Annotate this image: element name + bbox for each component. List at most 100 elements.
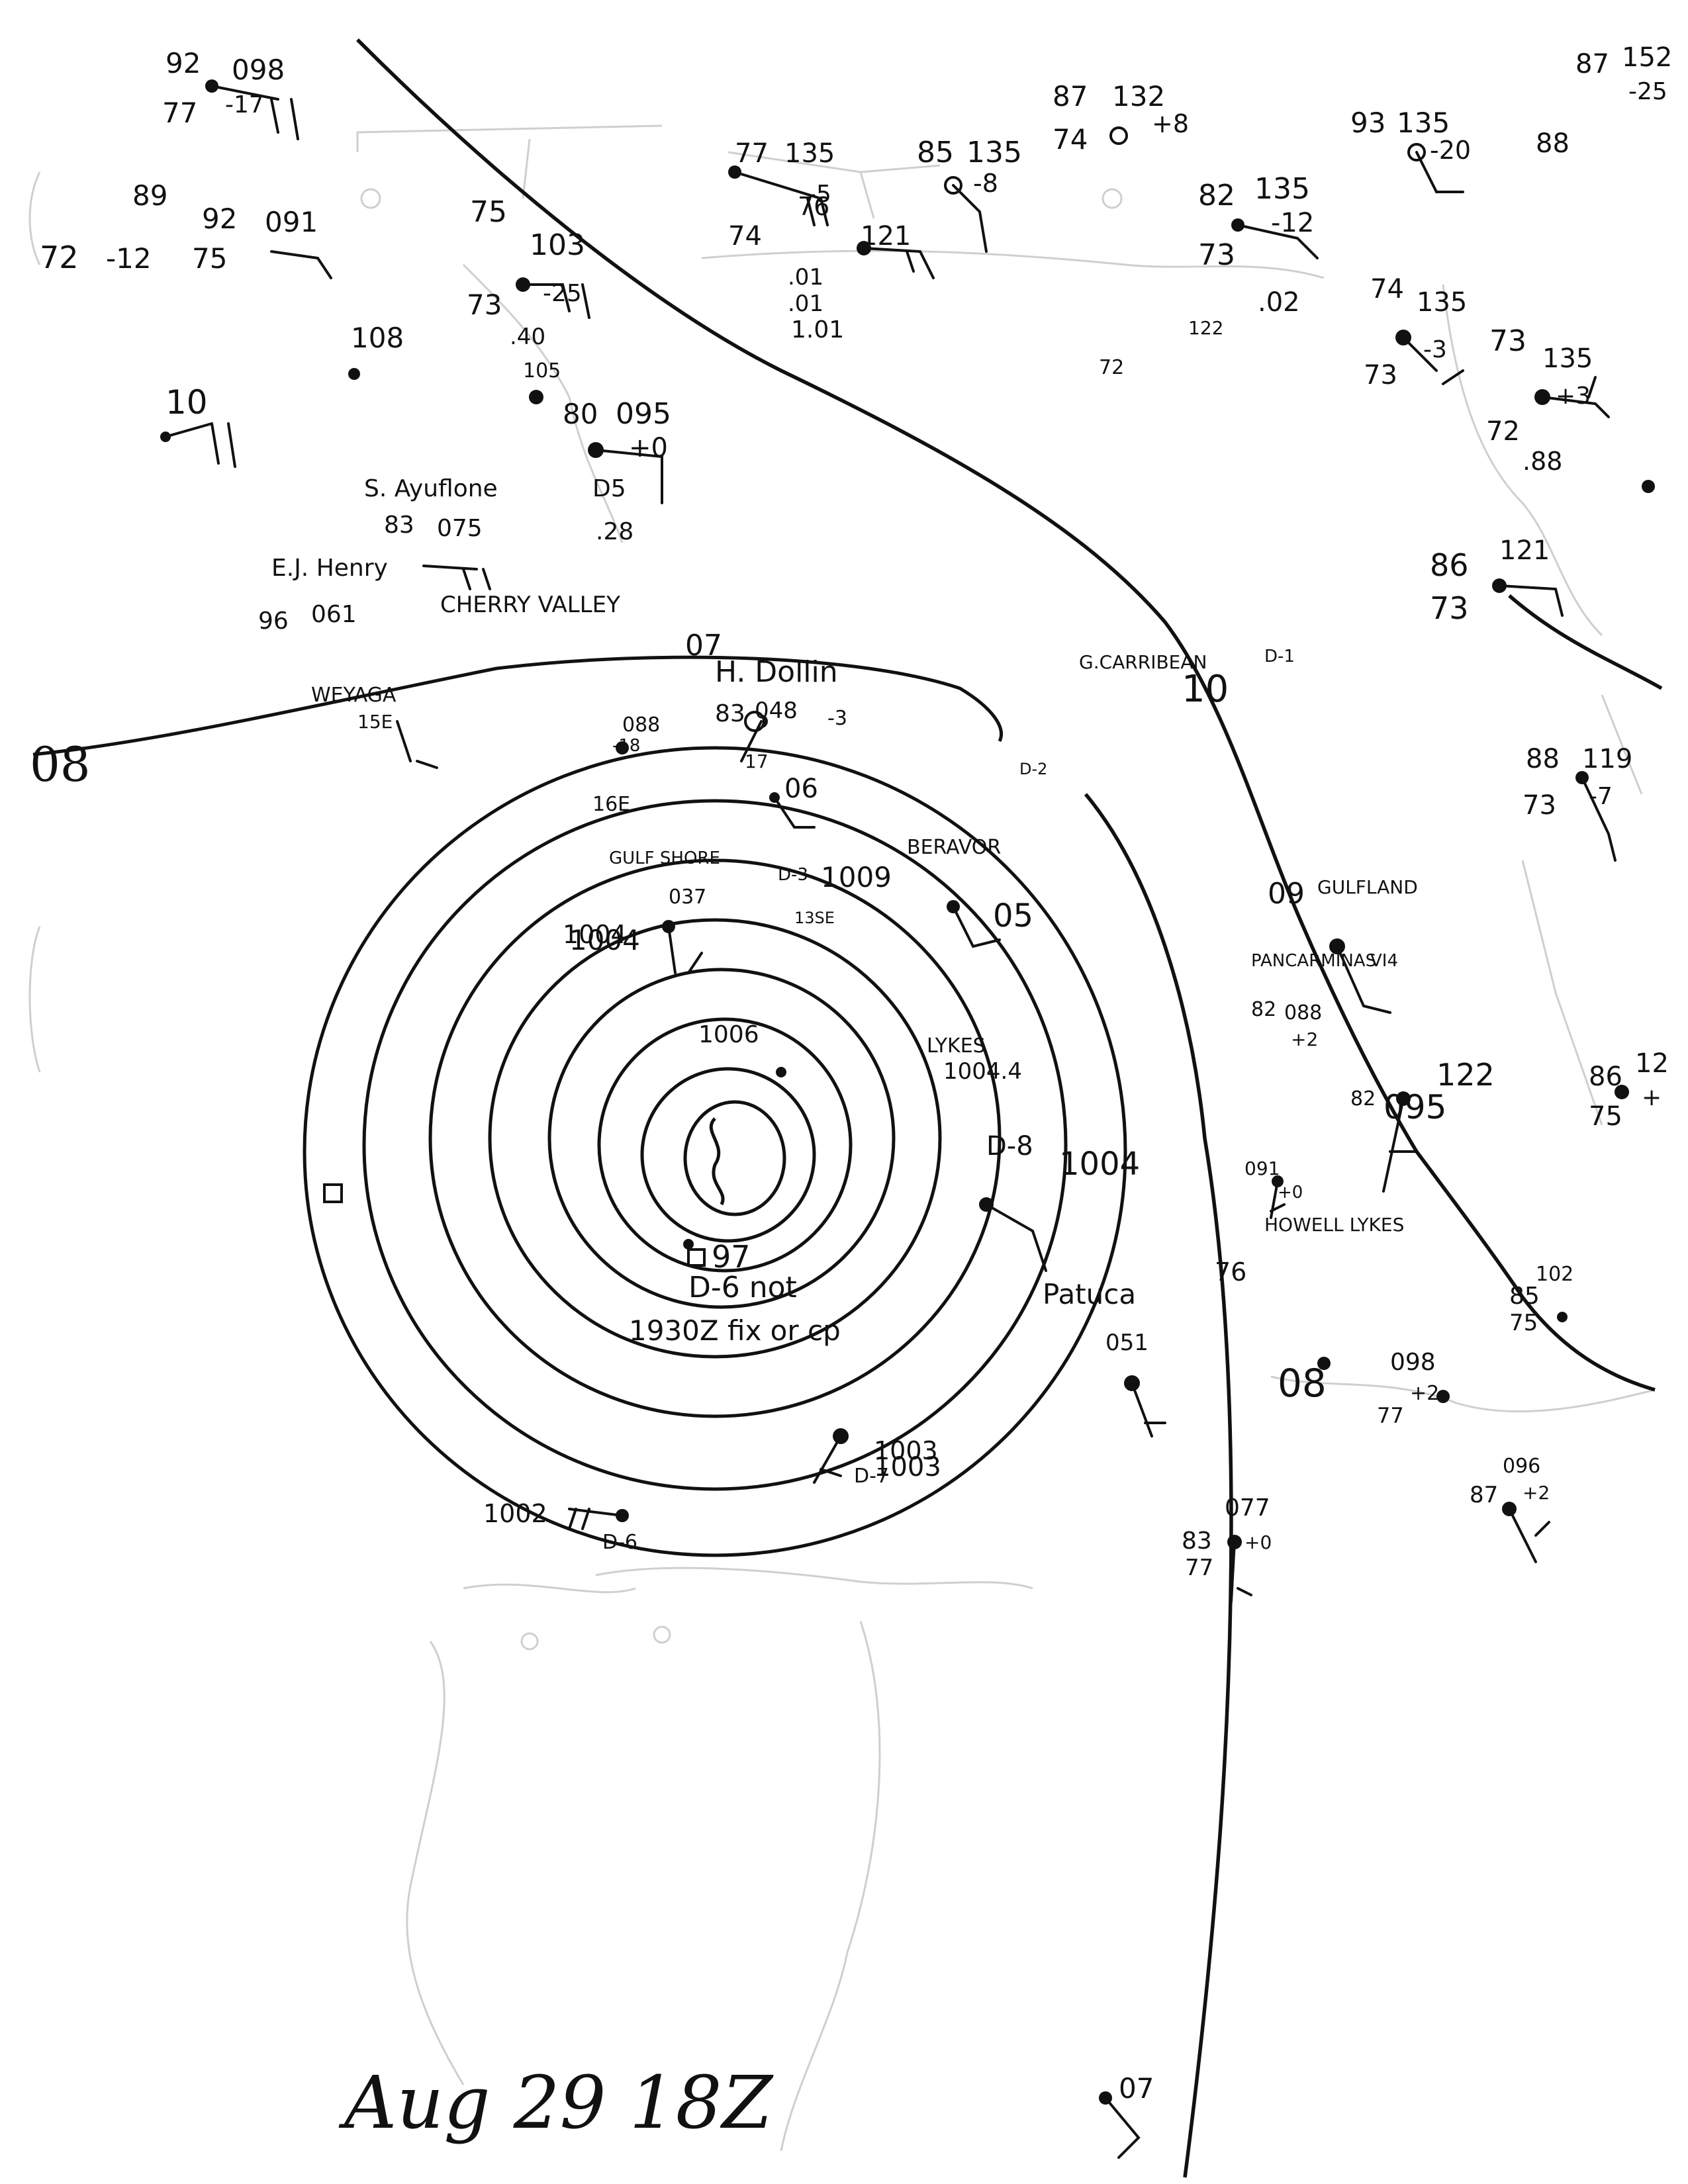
svg-text:121: 121 (861, 221, 911, 251)
svg-text:135: 135 (1397, 107, 1450, 139)
svg-text:75: 75 (192, 242, 227, 275)
fronts (356, 38, 1663, 2178)
svg-text:1.01: 1.01 (791, 316, 844, 343)
svg-text:1004: 1004 (563, 920, 627, 949)
svg-text:.88: .88 (1523, 447, 1562, 476)
svg-text:77: 77 (162, 97, 197, 129)
svg-text:098: 098 (232, 54, 285, 86)
svg-text:D-8: D-8 (986, 1131, 1033, 1161)
svg-text:86: 86 (1589, 1062, 1622, 1092)
svg-text:-5: -5 (808, 181, 831, 208)
ship-name: PANCARMINAS (1251, 951, 1376, 971)
ship-name: H. Dollin (715, 655, 838, 689)
svg-text:16E: 16E (592, 793, 630, 816)
svg-text:83: 83 (1182, 1527, 1212, 1555)
svg-text:75: 75 (470, 195, 507, 229)
station-values: 92 098 77 -17 92 89 72 -12 75 091 75 103… (40, 42, 1672, 1581)
svg-text:122: 122 (1188, 317, 1223, 339)
svg-text:132: 132 (1112, 80, 1165, 113)
svg-text:.01: .01 (788, 291, 823, 317)
isobar-labels: 08 07 06 05 1009 1004 1006 1004 1003 100… (30, 629, 1327, 2105)
svg-text:15E: 15E (357, 711, 393, 733)
svg-text:85: 85 (917, 136, 954, 169)
svg-text:-20: -20 (1430, 136, 1471, 165)
svg-text:83: 83 (384, 512, 414, 539)
svg-text:.01: .01 (788, 264, 823, 291)
svg-text:075: 075 (437, 515, 483, 542)
ship-name: HOWELL LYKES (1264, 1214, 1404, 1236)
isobar-label: 05 (993, 897, 1033, 934)
svg-text:74: 74 (728, 221, 762, 251)
svg-text:098: 098 (1390, 1349, 1436, 1376)
svg-text:76: 76 (798, 192, 829, 221)
svg-text:-8: -8 (973, 169, 998, 198)
isobar-label: 07 (1119, 2072, 1154, 2105)
svg-text:095: 095 (616, 397, 671, 431)
ship-name: GULFLAND (1317, 876, 1418, 898)
svg-text:088: 088 (1284, 1001, 1322, 1024)
ship-name: WEYAGA (311, 684, 397, 707)
svg-text:119: 119 (1582, 744, 1632, 774)
svg-text:73: 73 (1430, 590, 1469, 626)
isobar-label: 1006 (698, 1021, 759, 1048)
ship-name: S. Ayuflone (364, 475, 498, 502)
ship-value: 051 (1105, 1330, 1149, 1356)
svg-text:83: 83 (715, 700, 745, 727)
svg-text:D-2: D-2 (1019, 760, 1047, 778)
ship-name: LYKES (927, 1034, 986, 1058)
svg-text:88: 88 (1526, 744, 1560, 774)
center-note: 1930Z fix or cp (629, 1314, 841, 1347)
svg-text:82: 82 (1198, 179, 1235, 212)
svg-text:088: 088 (622, 713, 660, 737)
svg-text:92: 92 (165, 47, 201, 79)
svg-text:82: 82 (1350, 1087, 1376, 1111)
svg-text:+0: +0 (1244, 1531, 1272, 1553)
svg-text:73: 73 (1364, 360, 1397, 390)
isobar-label: 1004 (1059, 1146, 1140, 1183)
ship-labels: S. Ayuflone D5 E.J. Henry CHERRY VALLEY … (271, 475, 1418, 1356)
svg-text:-25: -25 (1628, 78, 1667, 105)
svg-text:72: 72 (40, 240, 79, 275)
svg-text:1003: 1003 (874, 1436, 938, 1465)
svg-text:-18: -18 (612, 736, 640, 756)
svg-text:73: 73 (1523, 790, 1556, 821)
svg-text:D-1: D-1 (1264, 647, 1295, 666)
svg-text:96: 96 (258, 608, 289, 635)
isobar-label: 08 (1278, 1361, 1327, 1406)
svg-text:135: 135 (784, 138, 835, 169)
svg-text:135: 135 (1417, 287, 1467, 318)
isobar-label: 10 (1182, 668, 1229, 711)
svg-text:77: 77 (735, 138, 769, 169)
wind-barbs (164, 85, 1617, 2159)
svg-text:+2: +2 (1410, 1382, 1439, 1405)
svg-text:+2: +2 (1291, 1028, 1318, 1050)
svg-text:+3: +3 (1556, 383, 1591, 410)
svg-text:091: 091 (1244, 1158, 1280, 1179)
center-note: D-6 not (688, 1271, 797, 1304)
svg-text:86: 86 (1430, 547, 1469, 583)
svg-text:.02: .02 (1258, 287, 1300, 318)
isobar-label: 07 (685, 629, 722, 662)
ship-value: 037 (669, 886, 706, 909)
center-pressure: 97 (712, 1239, 751, 1275)
svg-text:+8: +8 (1152, 109, 1189, 138)
svg-text:74: 74 (1370, 274, 1404, 304)
isobar-label: 06 (784, 774, 818, 804)
svg-text:121: 121 (1499, 535, 1550, 566)
svg-text:061: 061 (311, 601, 357, 628)
svg-text:87: 87 (1575, 49, 1609, 79)
svg-text:82: 82 (1251, 998, 1276, 1021)
svg-text:-12: -12 (106, 242, 152, 275)
svg-text:102: 102 (1536, 1263, 1573, 1286)
svg-text:74: 74 (1053, 123, 1088, 156)
svg-text:-3: -3 (827, 707, 847, 730)
svg-text:.28: .28 (596, 518, 633, 545)
ship-name: GULF SHORE (609, 848, 720, 868)
svg-text:12: 12 (1635, 1048, 1669, 1079)
svg-text:135: 135 (1254, 172, 1310, 206)
svg-text:135: 135 (1542, 343, 1593, 374)
isobar-label: 08 (30, 737, 91, 792)
ship-value: VI4 (1370, 951, 1398, 971)
ship-name: E.J. Henry (271, 555, 388, 582)
